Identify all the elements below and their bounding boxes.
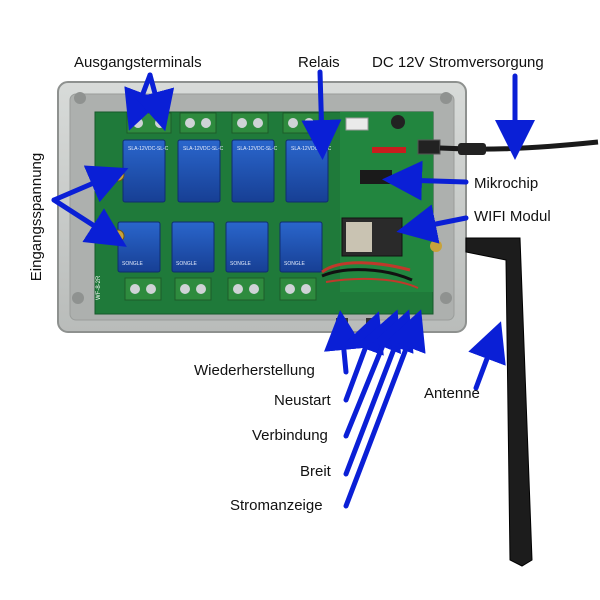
relay [279,221,323,273]
board-model-marking: WF-8-2R [96,275,102,300]
dc-jack [417,139,441,155]
relay [231,139,275,203]
wiring [321,268,413,282]
label-antenna: Antenne [424,385,480,402]
label-input-voltage: Eingangsspannung [28,152,45,282]
restore-button [336,318,348,326]
relay-brand: SONGLE [230,261,252,267]
mount-hole [72,292,84,304]
label-power-supply: DC 12V Stromversorgung [372,54,544,71]
mount-hole [440,92,452,104]
ready-led [399,317,405,323]
restart-button [366,318,378,326]
wiring [325,277,419,289]
wiring [321,261,411,274]
power-plug [458,143,486,155]
relay-marking: SLA-12VDC-SL-C [291,146,332,152]
label-microchip: Mikrochip [474,175,539,192]
label-output-terminals: Ausgangsterminals [74,54,202,71]
input-terminal [111,229,125,243]
antenna [465,237,533,567]
red-component [372,147,406,153]
output-terminals-bottom [124,277,317,301]
label-restore: Wiederherstellung [194,362,315,379]
label-relay: Relais [298,54,340,71]
label-wifi-module: WIFI Modul [474,208,551,225]
relay [177,139,221,203]
mount-hole [74,92,86,104]
white-connector [345,117,369,131]
relay-brand: SONGLE [122,261,144,267]
relay [225,221,269,273]
relay-marking: SLA-12VDC-SL-C [128,146,169,152]
label-restart: Neustart [274,392,331,409]
input-terminal [111,168,125,182]
label-power-indicator: Stromanzeige [230,497,323,514]
relay [117,221,161,273]
wifi-module-shield [346,222,372,252]
label-ready: Breit [300,463,331,480]
microchip [360,170,392,184]
power-led [411,317,417,323]
connection-led [387,317,393,323]
mount-hole [440,292,452,304]
relay-marking: SLA-12VDC-SL-C [237,146,278,152]
relay-brand: SONGLE [284,261,306,267]
label-connection: Verbindung [252,427,328,444]
annotation-arrows [51,69,535,509]
capacitor [391,115,405,129]
sma-connector [430,240,442,252]
relay-marking: SLA-12VDC-SL-C [183,146,224,152]
relay-brand: SONGLE [176,261,198,267]
relay [171,221,215,273]
